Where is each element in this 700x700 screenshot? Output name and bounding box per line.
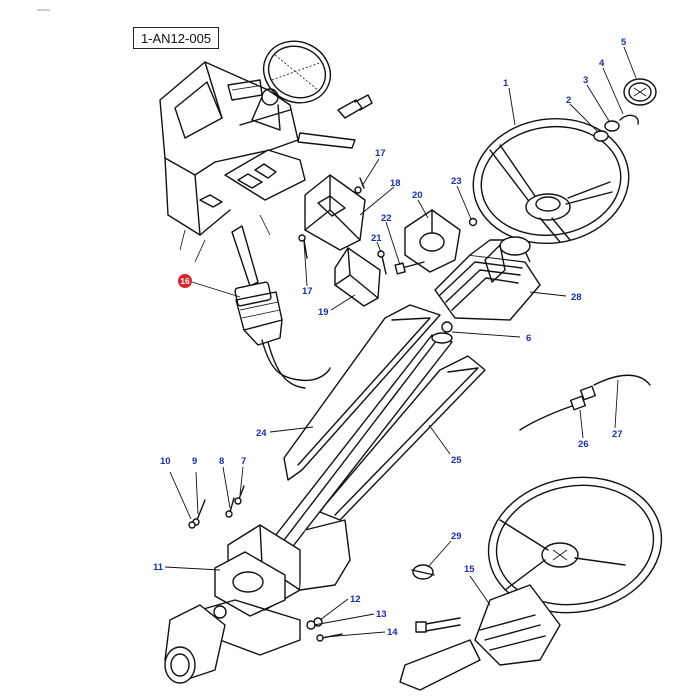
callout-12[interactable]: 12 (350, 594, 361, 605)
callout-17-lower[interactable]: 17 (302, 286, 313, 297)
callout-28[interactable]: 28 (571, 292, 582, 303)
callout-27[interactable]: 27 (612, 429, 623, 440)
callout-22[interactable]: 22 (381, 213, 392, 224)
callout-29[interactable]: 29 (451, 531, 462, 542)
steering-wheel-drawing (472, 78, 657, 245)
callout-2[interactable]: 2 (566, 95, 571, 106)
callout-23[interactable]: 23 (451, 176, 462, 187)
callout-19[interactable]: 19 (318, 307, 329, 318)
callout-11[interactable]: 11 (153, 562, 164, 573)
leader-lines (164, 46, 637, 638)
callout-24[interactable]: 24 (256, 428, 267, 439)
column-base-drawing (164, 485, 351, 684)
callouts: 1 2 3 4 5 6 7 8 9 10 11 12 13 14 15 16 1… (153, 37, 627, 638)
callout-14[interactable]: 14 (387, 627, 398, 638)
wiring-connector-drawing (519, 374, 651, 431)
callout-25[interactable]: 25 (451, 455, 462, 466)
reference-code-box: 1-AN12-005 (133, 27, 219, 49)
callout-13[interactable]: 13 (376, 609, 387, 620)
callout-3[interactable]: 3 (583, 75, 588, 86)
lower-steering-assembly-drawing (399, 476, 663, 691)
callout-7[interactable]: 7 (241, 456, 246, 467)
callout-15[interactable]: 15 (464, 564, 475, 575)
column-shrouds-drawing (267, 304, 486, 551)
callout-9[interactable]: 9 (192, 456, 197, 467)
callout-17[interactable]: 17 (375, 148, 386, 159)
callout-5[interactable]: 5 (621, 37, 627, 48)
callout-20[interactable]: 20 (412, 190, 423, 201)
lever-switch-drawing (231, 225, 331, 389)
callout-4[interactable]: 4 (599, 58, 605, 69)
callout-10[interactable]: 10 (160, 456, 171, 467)
callout-21[interactable]: 21 (371, 233, 382, 244)
callout-16[interactable]: 16 (180, 276, 190, 286)
callout-26[interactable]: 26 (578, 439, 589, 450)
column-bracket-drawing (298, 174, 478, 307)
callout-8[interactable]: 8 (219, 456, 224, 467)
callout-1[interactable]: 1 (503, 78, 509, 89)
column-boot-drawing (434, 236, 541, 321)
callout-18[interactable]: 18 (390, 178, 401, 189)
callout-16-highlight (178, 274, 192, 288)
dashboard-console-drawing (159, 40, 373, 263)
callout-6[interactable]: 6 (526, 333, 531, 344)
